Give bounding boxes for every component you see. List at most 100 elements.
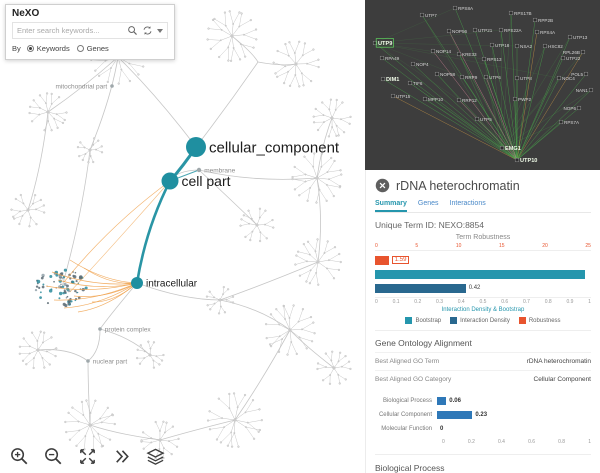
network-node-RPP2B[interactable]: RPP2B: [532, 18, 553, 23]
alignment-row-value: Cellular Component: [533, 376, 591, 383]
expand-collapse-button[interactable]: [110, 445, 133, 468]
radio-keywords[interactable]: Keywords: [26, 44, 70, 53]
tree-node-nuclear-part[interactable]: nuclear part: [86, 358, 127, 365]
network-node-NOP14[interactable]: NOP14: [430, 49, 452, 54]
bar-fill: [375, 269, 585, 279]
tree-node-membrane[interactable]: membrane: [196, 167, 236, 174]
bar-interaction-density: 0.42: [375, 283, 591, 293]
network-node-PWP2[interactable]: PWP2: [512, 97, 531, 102]
network-node-NSA2[interactable]: NSA2: [514, 44, 532, 49]
axis-tick: 1: [588, 439, 591, 445]
axis-tick: 0.8: [544, 299, 552, 305]
network-node-RRP12[interactable]: RRP12: [456, 98, 477, 103]
zoom-in-icon: [11, 448, 28, 465]
tab-interactions[interactable]: Interactions: [449, 200, 486, 207]
caret-down-icon[interactable]: [157, 28, 163, 33]
network-node-UTP13[interactable]: UTP13: [567, 35, 588, 40]
reset-icon[interactable]: [142, 25, 153, 36]
network-node-KRE33[interactable]: KRE33: [456, 52, 477, 57]
network-node-UTP9[interactable]: UTP9: [372, 38, 394, 48]
tree-node-mitochondrial-part[interactable]: mitochondrial part: [56, 83, 114, 90]
network-node-UTP22[interactable]: UTP22: [560, 56, 581, 61]
network-node-HSC82[interactable]: HSC82: [542, 44, 563, 49]
term-id: Unique Term ID: NEXO:8854: [375, 220, 484, 230]
radio-genes[interactable]: Genes: [76, 44, 109, 53]
svg-text:NOP6: NOP6: [563, 106, 576, 111]
svg-text:protein complex: protein complex: [105, 326, 152, 333]
axis-tick: 0.7: [522, 299, 530, 305]
network-node-MPP10[interactable]: MPP10: [422, 97, 444, 102]
network-node-RPS13[interactable]: RPS13: [481, 57, 502, 62]
network-node-RPS17B[interactable]: RPS17B: [508, 11, 532, 16]
svg-text:UTP15: UTP15: [396, 94, 411, 99]
network-node-UTP15[interactable]: UTP15: [390, 94, 411, 99]
by-label: By: [12, 44, 21, 53]
svg-text:UTP22: UTP22: [566, 56, 581, 61]
legend-label: Interaction Density: [460, 317, 510, 324]
axis-tick: 0: [375, 243, 378, 249]
zoom-out-button[interactable]: [42, 445, 65, 468]
network-node-NOP4[interactable]: NOP4: [410, 62, 429, 67]
network-node-EMG1[interactable]: EMG1: [499, 146, 521, 152]
network-node-UTP8[interactable]: UTP8: [514, 76, 532, 81]
network-node-UTP18[interactable]: UTP18: [489, 43, 510, 48]
network-node-NAN1[interactable]: NAN1: [576, 88, 594, 93]
biological-process-heading: Biological Process: [375, 454, 591, 473]
network-node-RPS7A[interactable]: RPS7A: [558, 120, 580, 125]
alignment-row-value: rDNA heterochromatin: [526, 358, 591, 365]
tab-genes[interactable]: Genes: [417, 200, 439, 207]
fit-view-icon: [80, 449, 95, 464]
network-node-RPL26B[interactable]: RPL26B: [563, 50, 586, 55]
tree-node-intracellular[interactable]: intracellular: [131, 277, 198, 290]
close-icon[interactable]: [375, 178, 390, 193]
network-node-RRP9[interactable]: RRP9: [459, 75, 478, 80]
axis-tick: 1: [588, 299, 591, 305]
network-node-NOP58[interactable]: NOP58: [434, 72, 456, 77]
network-node-NOP56[interactable]: NOP56: [446, 29, 468, 34]
network-node-DIM1[interactable]: DIM1: [380, 77, 399, 83]
network-node-NOP6[interactable]: NOP6: [563, 106, 582, 111]
network-node-RPA49[interactable]: RPA49: [379, 56, 400, 61]
tree-node-cell-part[interactable]: cell part: [161, 172, 231, 190]
tree-node-cellular_component[interactable]: cellular_component: [186, 137, 340, 157]
svg-text:RPP2B: RPP2B: [538, 18, 553, 23]
svg-text:UTP21: UTP21: [478, 28, 493, 33]
network-canvas[interactable]: UTP7 RPS8A RPS17B RPP2B NOP56 UTP21 RPS22A RPS4…: [365, 0, 600, 170]
robustness-chart-title: Term Robustness: [455, 234, 511, 241]
svg-text:UTP6: UTP6: [489, 75, 501, 80]
tree-node-protein-complex[interactable]: protein complex: [98, 326, 151, 333]
svg-text:RPS4A: RPS4A: [540, 30, 556, 35]
network-node-RPS8A[interactable]: RPS8A: [452, 6, 474, 11]
network-node-POL5[interactable]: POL5: [571, 72, 589, 77]
network-node-UTP7[interactable]: UTP7: [419, 13, 437, 18]
network-node-TIF6[interactable]: TIF6: [407, 81, 423, 86]
svg-text:membrane: membrane: [204, 167, 235, 174]
axis-tick: 0.2: [467, 439, 475, 445]
tab-summary[interactable]: Summary: [375, 200, 407, 212]
fit-view-button[interactable]: [76, 445, 99, 468]
axis-tick: 10: [455, 243, 462, 249]
axis-tick: 0: [375, 299, 378, 305]
axis-tick: 25: [585, 243, 591, 249]
search-icon[interactable]: [127, 25, 138, 36]
network-node-RPS22A[interactable]: RPS22A: [498, 28, 523, 33]
network-node-UTP21[interactable]: UTP21: [472, 28, 493, 33]
search-input[interactable]: [17, 26, 123, 35]
zoom-in-button[interactable]: [8, 445, 31, 468]
network-node-UTP10[interactable]: UTP10: [514, 158, 537, 164]
network-node-UTP5[interactable]: UTP5: [474, 117, 492, 122]
axis-tick: 0.4: [497, 439, 505, 445]
svg-text:KRE33: KRE33: [462, 52, 477, 57]
network-node-NOC4[interactable]: NOC4: [556, 76, 575, 81]
network-node-RPS4A[interactable]: RPS4A: [534, 30, 556, 35]
radio-icon: [76, 45, 84, 52]
network-node-UTP6[interactable]: UTP6: [483, 75, 501, 80]
svg-text:POL5: POL5: [571, 72, 583, 77]
layers-button[interactable]: [144, 445, 167, 468]
